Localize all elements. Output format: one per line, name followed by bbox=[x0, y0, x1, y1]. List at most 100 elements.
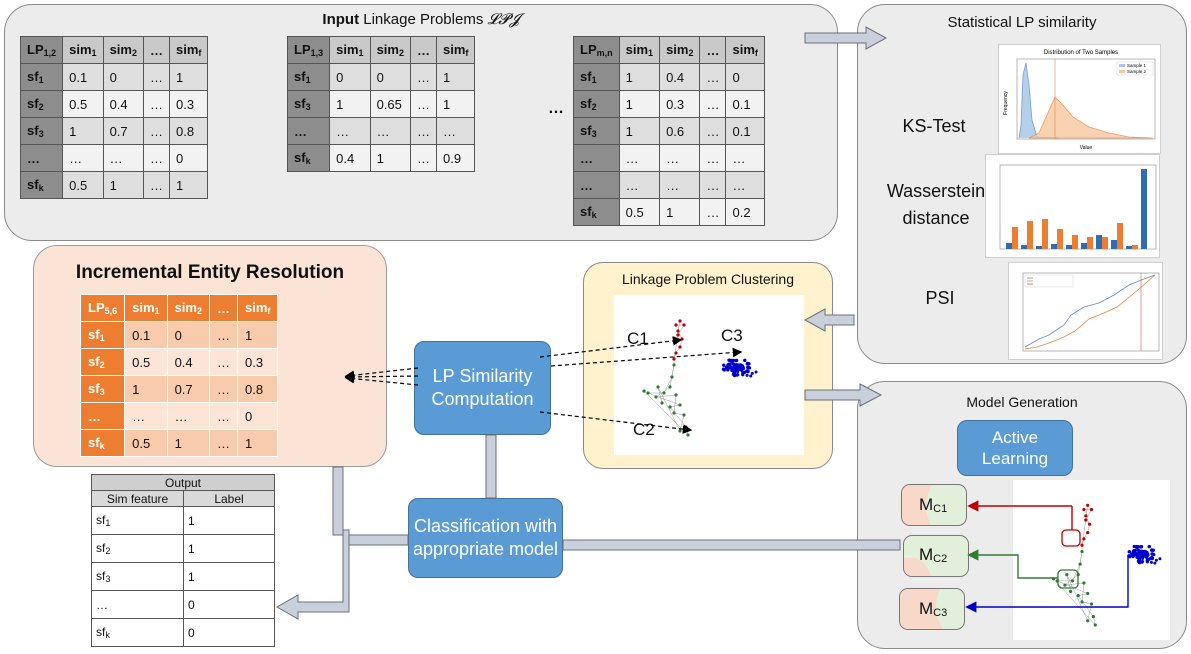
table-cell: 1 bbox=[618, 90, 661, 118]
table-cell: … bbox=[409, 144, 437, 172]
cluster-point bbox=[1154, 558, 1158, 562]
cluster-point bbox=[1088, 522, 1092, 526]
cluster-point bbox=[674, 393, 678, 397]
cluster-point bbox=[1089, 507, 1094, 512]
table-row: …………… bbox=[573, 171, 765, 199]
cluster-point bbox=[1078, 562, 1082, 566]
header-cell: simf bbox=[236, 294, 279, 322]
cluster-point bbox=[682, 413, 686, 417]
wasserstein-bar bbox=[1042, 219, 1048, 249]
cluster-point bbox=[1132, 544, 1137, 549]
output-cell: … bbox=[91, 590, 184, 619]
table-cell: 0.1 bbox=[62, 63, 104, 91]
output-title: Output bbox=[91, 474, 275, 491]
cluster-point bbox=[686, 433, 690, 437]
table-cell: 0.4 bbox=[102, 90, 144, 118]
header-cell: sim2 bbox=[659, 36, 701, 64]
arrow-input-to-stat bbox=[804, 26, 888, 50]
cluster-point bbox=[1153, 561, 1157, 565]
table-cell: 0.1 bbox=[725, 117, 765, 145]
cluster-label-c1: C1 bbox=[627, 329, 649, 348]
header-cell: … bbox=[409, 36, 437, 64]
cluster-point bbox=[735, 372, 740, 377]
model-c1-box: MC1 bbox=[901, 484, 967, 526]
wasserstein-bar bbox=[1006, 243, 1012, 249]
cluster-point bbox=[1131, 552, 1136, 556]
header-cell: LP5,6 bbox=[79, 294, 126, 322]
table-cell: sfk bbox=[573, 198, 620, 226]
table-cell: 0 bbox=[102, 63, 144, 91]
table-row: …………0 bbox=[19, 144, 209, 172]
table-cell: … bbox=[725, 171, 765, 199]
table-cell: 0.7 bbox=[102, 117, 144, 145]
wasserstein-bar bbox=[1132, 245, 1138, 249]
output-title-row: Output bbox=[91, 474, 275, 491]
cluster-point bbox=[732, 373, 737, 378]
header-cell: sim1 bbox=[124, 294, 168, 322]
header-cell: sim1 bbox=[62, 36, 104, 64]
wasserstein-bar bbox=[1072, 235, 1078, 249]
ks-legend-1: Sample 1 bbox=[1127, 63, 1147, 68]
cluster-point bbox=[735, 369, 739, 373]
active-learning-box: Active Learning bbox=[957, 420, 1073, 476]
ks-xlabel: Value bbox=[1080, 145, 1093, 151]
cluster-point bbox=[1149, 556, 1153, 560]
cluster-point bbox=[1076, 594, 1080, 598]
table-cell: 0 bbox=[236, 402, 279, 430]
cluster-point bbox=[1127, 550, 1131, 554]
cluster-point bbox=[1140, 559, 1145, 564]
wasserstein-bar bbox=[1111, 240, 1117, 249]
cluster-point bbox=[1082, 581, 1086, 585]
cluster-point bbox=[1065, 573, 1069, 577]
wasserstein-bar bbox=[1126, 246, 1132, 249]
table-cell: 0.65 bbox=[369, 90, 411, 118]
cluster-point bbox=[1080, 549, 1084, 554]
wasserstein-bar bbox=[1036, 246, 1042, 249]
table-cell: … bbox=[142, 144, 170, 172]
output-header-cell: Sim feature bbox=[91, 490, 184, 507]
header-cell: simf bbox=[435, 36, 476, 64]
table-cell: … bbox=[124, 402, 168, 430]
ks-ylabel: Frequency bbox=[1003, 91, 1009, 115]
wasserstein-bar bbox=[1141, 169, 1147, 249]
table-cell: … bbox=[699, 144, 727, 172]
bar-model-to-classification bbox=[562, 539, 901, 551]
header-cell: LP1,3 bbox=[286, 36, 331, 64]
cluster-point bbox=[1086, 619, 1090, 623]
cluster-point bbox=[1147, 544, 1151, 549]
cluster-point bbox=[1132, 549, 1136, 553]
wasserstein-bar bbox=[1081, 243, 1087, 249]
wasserstein-bar bbox=[1117, 223, 1123, 249]
ks-test-thumbnail: Distribution of Two Samples Sample 1 Sam… bbox=[998, 44, 1161, 154]
more-tables-ellipsis: … bbox=[548, 100, 564, 117]
table-cell: 0.5 bbox=[124, 348, 168, 376]
table-cell: … bbox=[618, 144, 661, 172]
bar-classification-to-output bbox=[348, 534, 409, 546]
cluster-point bbox=[722, 363, 726, 367]
cluster-point bbox=[747, 365, 751, 369]
model-c2-label: MC2 bbox=[919, 545, 948, 565]
table-cell: 0.5 bbox=[124, 429, 168, 457]
table-cell: 0 bbox=[168, 144, 209, 172]
input-panel-title: Input Linkage Problems 𝓛𝓟𝓙 bbox=[322, 10, 520, 28]
table-cell: … bbox=[208, 321, 238, 349]
ks-test-label: KS-Test bbox=[902, 116, 966, 136]
wasserstein-bar bbox=[1027, 221, 1033, 249]
table-cell: 1 bbox=[168, 171, 209, 199]
cluster-point bbox=[726, 365, 731, 370]
output-cell: sfk bbox=[91, 618, 184, 647]
table-cell: … bbox=[409, 63, 437, 91]
wasserstein-bar bbox=[1096, 235, 1102, 249]
model-c3-box: MC3 bbox=[899, 588, 965, 630]
table-cell: 0.9 bbox=[435, 144, 476, 172]
table-cell: … bbox=[699, 117, 727, 145]
